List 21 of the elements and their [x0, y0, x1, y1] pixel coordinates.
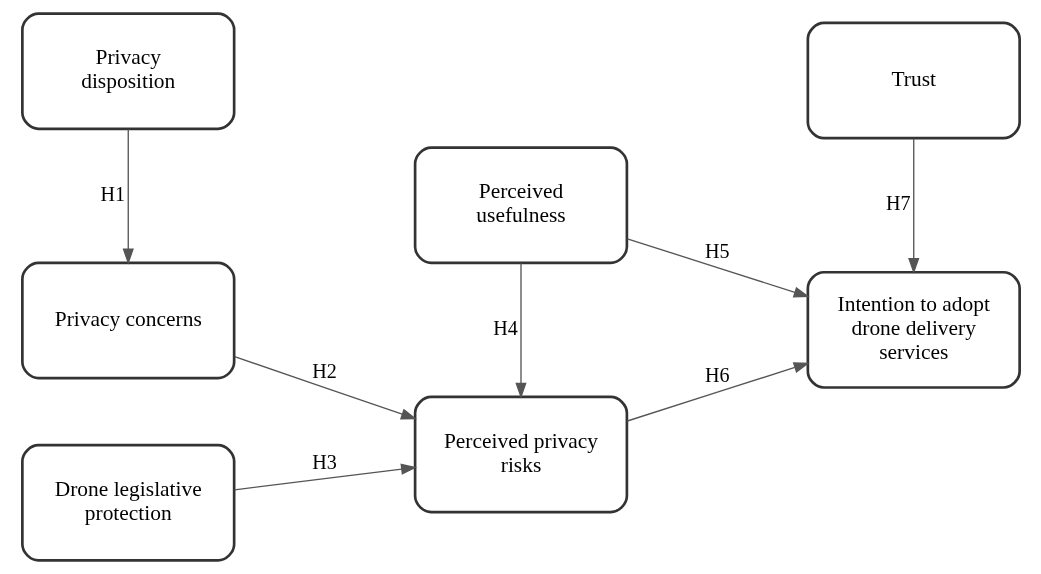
node-box: Privacy concerns — [20, 261, 235, 380]
node-box: Trust — [806, 21, 1021, 140]
edge-label: H5 — [704, 239, 730, 262]
arrow — [233, 355, 417, 420]
node-box: Privacy disposition — [20, 12, 235, 131]
edge-label: H3 — [311, 451, 337, 474]
edge-label: H7 — [885, 191, 911, 214]
edge-label: H1 — [100, 182, 125, 205]
node-box: Perceived usefulness — [413, 146, 628, 265]
edge-label: H2 — [311, 360, 337, 383]
node-box: Perceived privacy risks — [413, 395, 628, 514]
edge-label: H6 — [704, 364, 730, 387]
arrow — [626, 362, 810, 422]
arrow — [122, 128, 134, 265]
arrow — [907, 137, 919, 275]
arrow — [514, 262, 527, 399]
arrow — [626, 238, 810, 298]
node-box: Drone legislative protection — [20, 443, 235, 562]
node-box: Intention to adopt drone delivery services — [806, 270, 1021, 389]
edge-label: H4 — [492, 316, 518, 339]
arrow — [233, 463, 417, 491]
